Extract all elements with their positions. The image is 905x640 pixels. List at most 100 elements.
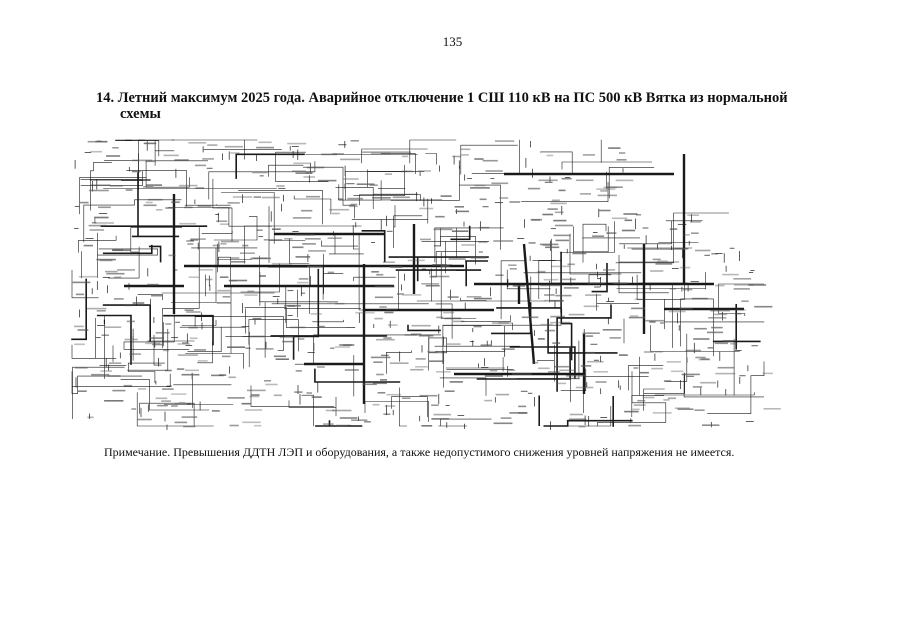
schematic-label-mark: [318, 325, 325, 328]
schematic-label-mark: [443, 311, 455, 314]
schematic-wire: [185, 286, 244, 369]
schematic-label-mark: [593, 371, 608, 373]
schematic-label-mark: [152, 343, 163, 346]
schematic-label-mark: [137, 418, 152, 421]
schematic-label-mark: [350, 203, 358, 206]
schematic-wire: [549, 280, 551, 303]
schematic-label-mark: [230, 261, 246, 263]
schematic-label-mark: [317, 366, 325, 368]
schematic-label-mark: [568, 313, 585, 316]
schematic-wire: [289, 238, 310, 264]
schematic-label-mark: [569, 413, 584, 416]
schematic-wire: [560, 368, 587, 391]
schematic-label-mark: [340, 158, 360, 161]
schematic-label-mark: [538, 367, 550, 370]
schematic-label-mark: [580, 365, 592, 367]
schematic-label-mark: [132, 302, 145, 304]
schematic-label-mark: [715, 284, 725, 287]
schematic-label-mark: [87, 140, 107, 143]
schematic-wire: [359, 194, 421, 206]
schematic-label-mark: [77, 390, 87, 392]
schematic-wire: [390, 165, 460, 201]
schematic-label-mark: [376, 273, 384, 276]
schematic-label-mark: [258, 275, 266, 277]
schematic-label-mark: [544, 329, 555, 332]
schematic-label-mark: [207, 144, 218, 146]
schematic-label-mark: [295, 370, 302, 372]
schematic-label-mark: [332, 409, 352, 412]
schematic-label-mark: [387, 324, 398, 326]
schematic-wire: [329, 233, 364, 255]
schematic-wire: [438, 418, 492, 427]
schematic-label-mark: [325, 409, 335, 412]
schematic-label-mark: [229, 280, 237, 282]
schematic-wire: [439, 377, 487, 396]
schematic-label-mark: [537, 270, 546, 273]
schematic-label-mark: [461, 244, 475, 246]
schematic-label-mark: [741, 300, 749, 302]
schematic-label-mark: [384, 311, 394, 314]
schematic-label-mark: [692, 297, 708, 300]
schematic-label-mark: [695, 249, 711, 252]
schematic-wire: [440, 252, 477, 319]
schematic-label-mark: [282, 340, 293, 343]
schematic-label-mark: [555, 294, 572, 297]
schematic-label-mark: [112, 389, 126, 392]
schematic-label-mark: [335, 424, 351, 427]
schematic-label-mark: [411, 324, 431, 327]
schematic-label-mark: [242, 244, 249, 247]
schematic-label-mark: [452, 155, 461, 158]
schematic-label-mark: [433, 413, 452, 416]
schematic-label-mark: [512, 285, 526, 287]
schematic-label-mark: [440, 195, 452, 197]
figure-heading-line-2: схемы: [120, 106, 161, 122]
schematic-label-mark: [230, 257, 240, 259]
schematic-wire: [421, 241, 489, 274]
schematic-label-mark: [165, 207, 175, 209]
figure-heading: 14. Летний максимум 2025 года. Аварийное…: [96, 90, 856, 122]
schematic-label-mark: [197, 360, 208, 362]
schematic-label-mark: [669, 228, 678, 230]
schematic-label-mark: [448, 258, 466, 260]
schematic-label-mark: [112, 249, 124, 251]
schematic-label-mark: [518, 405, 527, 408]
schematic-wire: [361, 148, 428, 164]
schematic-busbars: [124, 154, 744, 404]
schematic-label-mark: [435, 371, 451, 373]
schematic-label-mark: [177, 343, 191, 345]
schematic-label-mark: [669, 288, 677, 290]
schematic-label-mark: [197, 205, 212, 207]
schematic-label-mark: [72, 281, 91, 284]
schematic-label-mark: [711, 326, 723, 329]
schematic-label-mark: [143, 204, 157, 207]
schematic-label-mark: [401, 155, 409, 158]
schematic-label-mark: [382, 261, 395, 263]
schematic-label-mark: [537, 338, 545, 340]
schematic-wire: [345, 171, 425, 200]
schematic-label-mark: [263, 239, 283, 241]
schematic-label-mark: [174, 159, 189, 161]
schematic-label-mark: [147, 198, 163, 201]
schematic-label-mark: [698, 358, 711, 361]
schematic-label-mark: [220, 240, 239, 243]
schematic-wire: [547, 318, 618, 354]
schematic-label-mark: [489, 369, 498, 372]
schematic-label-mark: [544, 299, 564, 302]
schematic-label-mark: [198, 269, 213, 271]
schematic-label-mark: [733, 284, 754, 286]
schematic-label-mark: [619, 354, 628, 356]
schematic-label-mark: [254, 424, 262, 427]
schematic-label-mark: [132, 159, 153, 162]
schematic-label-mark: [370, 356, 391, 359]
schematic-wire: [250, 385, 335, 407]
schematic-label-mark: [550, 321, 571, 324]
schematic-label-mark: [362, 383, 377, 386]
schematic-label-mark: [311, 396, 322, 398]
schematic-label-mark: [157, 404, 168, 407]
schematic-label-mark: [88, 224, 107, 227]
schematic-label-mark: [205, 278, 213, 281]
schematic-wire: [391, 396, 428, 418]
schematic-label-mark: [147, 283, 159, 286]
schematic-wire: [583, 376, 649, 413]
schematic-wire: [615, 212, 729, 264]
